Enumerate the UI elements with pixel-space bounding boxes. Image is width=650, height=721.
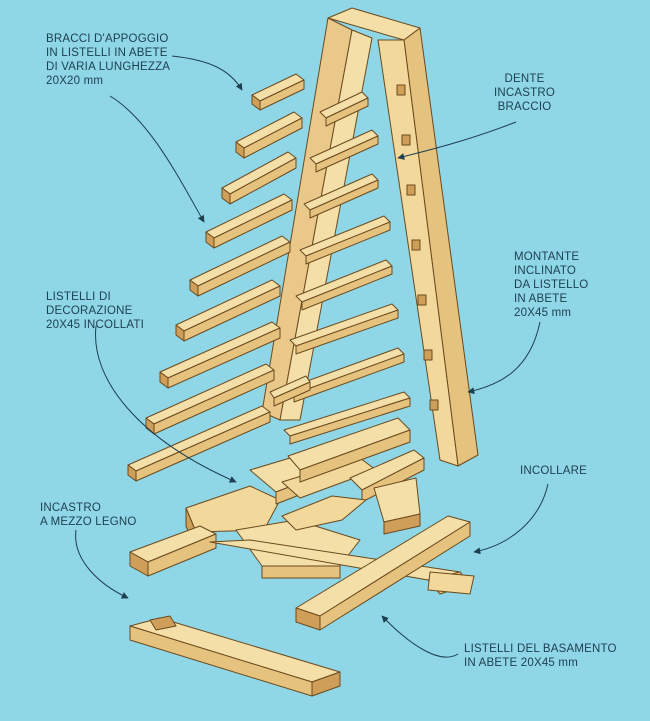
support-arms-right	[269, 91, 411, 445]
support-arms-left	[127, 73, 305, 482]
leader-upright	[467, 321, 541, 395]
label-decoration-slats: LISTELLI DI DECORAZIONE 20X45 INCOLLATI	[46, 291, 145, 331]
leader-arms-top	[171, 55, 243, 91]
leader-halflap	[75, 529, 129, 599]
leader-notch	[397, 121, 517, 160]
leader-glue	[473, 483, 549, 555]
label-base-slats: LISTELLI DEL BASAMENTO IN ABETE 20X45 mm	[464, 643, 617, 669]
decoration-slats	[185, 417, 425, 579]
label-inclined-upright: MONTANTE INCLINATO DA LISTELLO IN ABETE …	[514, 251, 589, 319]
label-glue: INCOLLARE	[520, 465, 587, 477]
leader-base	[381, 615, 459, 658]
label-support-arms: BRACCI D'APPOGGIO IN LISTELLI IN ABETE D…	[46, 33, 171, 87]
base-slats	[129, 515, 475, 697]
label-notch: DENTE INCASTRO BRACCIO	[494, 73, 556, 113]
label-half-lap-joint: INCASTRO A MEZZO LEGNO	[40, 502, 137, 528]
leader-decor	[95, 325, 237, 483]
leader-arms-lower	[109, 95, 205, 223]
leader-lines	[75, 55, 549, 658]
